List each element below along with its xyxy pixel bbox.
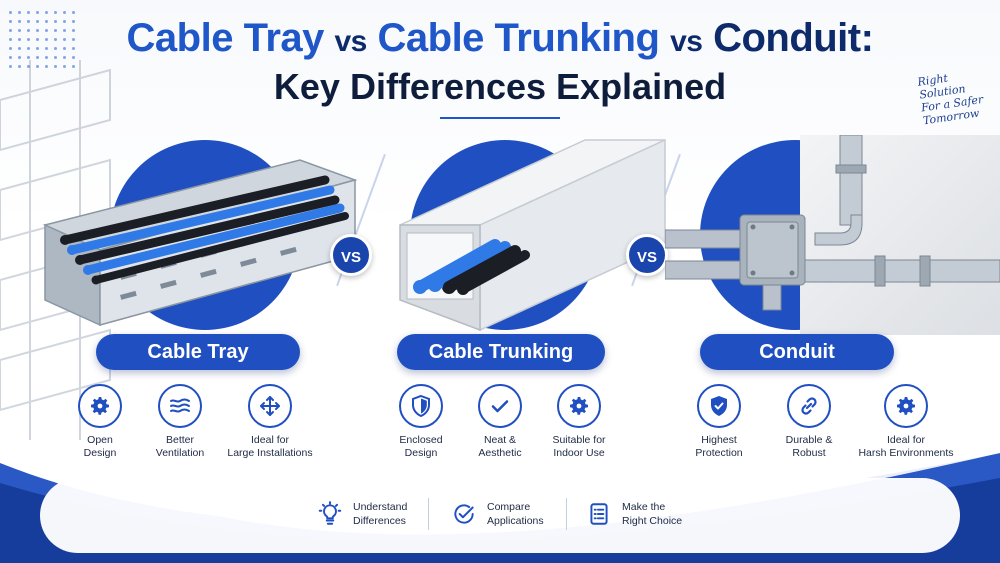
- title-vs-1: vs: [334, 25, 368, 58]
- bottom-text: Understand: [353, 501, 408, 513]
- lightbulb-icon: [315, 499, 345, 529]
- cable-tray-image: [42, 159, 358, 327]
- feature-text: Ventilation: [155, 447, 205, 459]
- vs-badge: VS: [330, 234, 372, 276]
- expand-arrows-icon: [248, 384, 292, 428]
- feature-text: Highest: [701, 434, 737, 446]
- title-line-1: Cable Tray vs Cable Trunking vs Conduit:: [0, 16, 1000, 61]
- vs-badge: VS: [626, 234, 668, 276]
- bottom-text: Right Choice: [622, 515, 683, 527]
- feature-text: Suitable for: [552, 434, 606, 446]
- cable-tray-label: Cable Tray: [96, 334, 300, 370]
- check-icon: [478, 384, 522, 428]
- title-cable-tray: Cable Tray: [126, 16, 325, 60]
- bottom-text: Make the: [622, 501, 666, 513]
- feature-text: Harsh Environments: [858, 447, 954, 459]
- cable-trunking-label: Cable Trunking: [397, 334, 605, 370]
- feature-text: Enclosed: [399, 434, 443, 446]
- gear-icon: [78, 384, 122, 428]
- title-underline: [440, 117, 560, 119]
- shield-icon: [399, 384, 443, 428]
- feature-text: Indoor Use: [553, 447, 605, 459]
- feature-text: Ideal for: [251, 434, 289, 446]
- tagline: Right Solution For a Safer Tomorrow: [917, 65, 1000, 128]
- checklist-icon: [584, 499, 614, 529]
- gear-icon: [884, 384, 928, 428]
- conduit-label: Conduit: [700, 334, 894, 370]
- conduit-image: [665, 135, 1000, 311]
- feature-text: Durable &: [785, 434, 833, 446]
- title-vs-2: vs: [670, 25, 703, 58]
- bottom-text: Compare: [487, 501, 531, 513]
- shield-check-icon: [697, 384, 741, 428]
- feature-text: Neat &: [483, 434, 517, 446]
- feature-text: Open: [87, 434, 113, 446]
- bottom-text: Differences: [353, 515, 406, 527]
- check-circle-icon: [449, 499, 479, 529]
- feature-durable-robust: Durable &Robust: [754, 384, 864, 460]
- feature-text: Better: [165, 434, 194, 446]
- feature-text: Design: [83, 447, 117, 459]
- feature-neat-aesthetic: Neat &Aesthetic: [445, 384, 555, 460]
- feature-text: Protection: [695, 447, 743, 459]
- title-conduit: Conduit:: [713, 16, 874, 60]
- cable-trunking-image: [399, 138, 666, 332]
- bottom-text: Applications: [487, 515, 544, 527]
- title-line-2: Key Differences Explained: [273, 66, 727, 107]
- feature-text: Large Installations: [227, 447, 313, 459]
- gear-icon: [557, 384, 601, 428]
- dot-pattern: [6, 8, 76, 68]
- bottom-divider: [428, 498, 429, 530]
- title-cable-trunking: Cable Trunking: [377, 16, 660, 60]
- feature-text: Design: [404, 447, 438, 459]
- bottom-strip-background: [40, 478, 960, 553]
- bottom-divider: [566, 498, 567, 530]
- feature-text: Ideal for: [887, 434, 925, 446]
- feature-text: Robust: [792, 447, 826, 459]
- airflow-icon: [158, 384, 202, 428]
- link-icon: [787, 384, 831, 428]
- feature-text: Aesthetic: [478, 447, 522, 459]
